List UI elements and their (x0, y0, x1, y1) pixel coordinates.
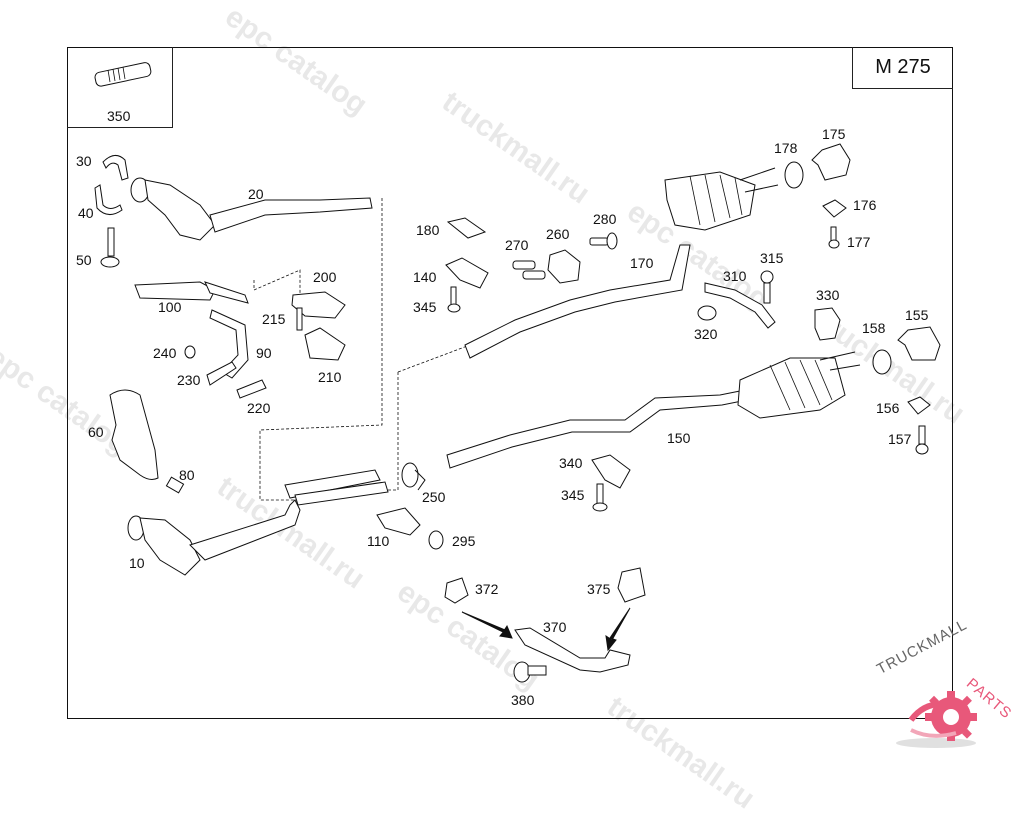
callout-210[interactable]: 210 (318, 369, 342, 385)
part-250-clamp[interactable] (401, 462, 426, 491)
callout-178[interactable]: 178 (774, 140, 798, 156)
diagram-frame (67, 47, 953, 719)
callout-155[interactable]: 155 (905, 307, 929, 323)
part-215-bolt[interactable] (296, 307, 303, 331)
part-30-clamp[interactable] (102, 155, 129, 181)
part-380-bolt[interactable] (513, 661, 547, 683)
callout-156[interactable]: 156 (876, 400, 900, 416)
callout-10[interactable]: 10 (129, 555, 145, 571)
part-20-catalytic-pipe[interactable] (130, 177, 373, 241)
part-200-rubber-mount[interactable] (291, 291, 346, 319)
part-50-bolt[interactable] (100, 227, 120, 268)
callout-375[interactable]: 375 (587, 581, 611, 597)
callout-260[interactable]: 260 (546, 226, 570, 242)
part-front-y-pipe[interactable] (284, 469, 389, 506)
part-155-tail-pipe-trim[interactable] (897, 326, 941, 361)
callout-175[interactable]: 175 (822, 126, 846, 142)
callout-80[interactable]: 80 (179, 467, 195, 483)
callout-240[interactable]: 240 (153, 345, 177, 361)
callout-330[interactable]: 330 (816, 287, 840, 303)
part-80-bolt[interactable] (165, 476, 185, 494)
callout-100[interactable]: 100 (158, 299, 182, 315)
part-60-heat-shield[interactable] (109, 389, 159, 480)
callout-170[interactable]: 170 (630, 255, 654, 271)
callout-158[interactable]: 158 (862, 320, 886, 336)
part-260-rubber-mount[interactable] (547, 249, 581, 284)
callout-345-upper[interactable]: 345 (413, 299, 437, 315)
part-270-sleeves[interactable] (512, 260, 546, 280)
callout-345-lower[interactable]: 345 (561, 487, 585, 503)
callout-220[interactable]: 220 (247, 400, 271, 416)
part-158-clamp[interactable] (872, 349, 892, 375)
part-345-bolt-lower[interactable] (592, 483, 608, 512)
part-220-clip[interactable] (236, 379, 267, 399)
callout-60[interactable]: 60 (88, 424, 104, 440)
part-156-clip[interactable] (907, 396, 931, 415)
callout-380[interactable]: 380 (511, 692, 535, 708)
part-310-hanger-bracket[interactable] (704, 282, 776, 329)
part-175-tail-pipe-trim[interactable] (811, 143, 851, 181)
gear-icon (896, 691, 977, 748)
arrow-375 (605, 607, 631, 652)
part-295-washer[interactable] (428, 530, 444, 550)
part-140-bracket[interactable] (445, 257, 489, 289)
callout-315[interactable]: 315 (760, 250, 784, 266)
callout-280[interactable]: 280 (593, 211, 617, 227)
callout-350[interactable]: 350 (107, 108, 131, 124)
callout-270[interactable]: 270 (505, 237, 529, 253)
callout-230[interactable]: 230 (177, 372, 201, 388)
callout-370[interactable]: 370 (543, 619, 567, 635)
part-157-bolt[interactable] (915, 425, 929, 455)
callout-310[interactable]: 310 (723, 268, 747, 284)
arrow-372 (461, 611, 513, 639)
callout-140[interactable]: 140 (413, 269, 437, 285)
part-176-clip[interactable] (822, 199, 847, 218)
part-315-bolt[interactable] (760, 270, 774, 304)
callout-320[interactable]: 320 (694, 326, 718, 342)
part-178-clamp[interactable] (784, 161, 804, 189)
callout-157[interactable]: 157 (888, 431, 912, 447)
part-40-clamp[interactable] (94, 184, 123, 215)
callout-250[interactable]: 250 (422, 489, 446, 505)
callout-372[interactable]: 372 (475, 581, 499, 597)
callout-176[interactable]: 176 (853, 197, 877, 213)
part-110-bracket[interactable] (376, 507, 421, 536)
callout-295[interactable]: 295 (452, 533, 476, 549)
callout-200[interactable]: 200 (313, 269, 337, 285)
part-370-bracket[interactable] (514, 627, 631, 673)
callout-30[interactable]: 30 (76, 153, 92, 169)
callout-50[interactable]: 50 (76, 252, 92, 268)
callout-215[interactable]: 215 (262, 311, 286, 327)
model-code: M 275 (852, 47, 953, 89)
callout-40[interactable]: 40 (78, 205, 94, 221)
inset-box (67, 47, 173, 128)
part-345-bolt-upper[interactable] (447, 286, 461, 313)
callout-340[interactable]: 340 (559, 455, 583, 471)
callout-177[interactable]: 177 (847, 234, 871, 250)
callout-150[interactable]: 150 (667, 430, 691, 446)
part-375-clip[interactable] (617, 567, 646, 603)
part-10-catalytic-converter[interactable] (127, 499, 301, 576)
callout-20[interactable]: 20 (248, 186, 264, 202)
part-177-bolt[interactable] (828, 226, 840, 249)
callout-90[interactable]: 90 (256, 345, 272, 361)
callout-180[interactable]: 180 (416, 222, 440, 238)
part-320-rubber-buffer[interactable] (697, 305, 717, 321)
part-340-bracket[interactable] (591, 454, 631, 489)
part-180-plate[interactable] (446, 217, 487, 239)
part-210-bracket[interactable] (304, 327, 346, 361)
part-170-rear-silencer[interactable] (464, 167, 779, 359)
part-330-rubber-mount[interactable] (814, 307, 841, 341)
part-240-washer[interactable] (184, 345, 196, 359)
exhaust-line-art (94, 62, 941, 683)
part-280-bolt[interactable] (589, 232, 618, 250)
part-350-sensor[interactable] (94, 62, 152, 87)
callout-110[interactable]: 110 (367, 533, 390, 549)
part-372-clip[interactable] (444, 577, 469, 604)
part-230-plate[interactable] (206, 361, 237, 386)
part-100-bracket[interactable] (134, 281, 216, 301)
part-150-rear-silencer[interactable] (446, 351, 861, 469)
truckmall-parts-logo: TRUCKMALL PARTS (856, 616, 1024, 750)
